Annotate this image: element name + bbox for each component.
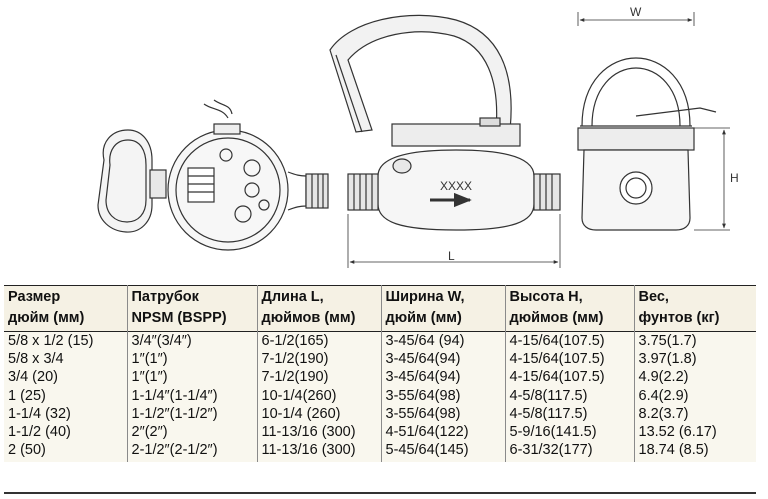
table-row: 1-1/2 (40)2″(2″)11-13/16 (300)4-51/64(12… [4, 423, 756, 442]
cell-weight: 13.52 (6.17) [633, 423, 756, 442]
cell-width: 3-45/64(94) [380, 368, 505, 387]
table-row: 3/4 (20)1″(1″)7-1/2(190)3-45/64(94)4-15/… [4, 368, 756, 387]
length-dimension-label: L [448, 249, 455, 263]
table-row: 1 (25)1-1/4″(1-1/4″)10-1/4(260)3-55/64(9… [4, 386, 756, 405]
cell-weight: 4.9(2.2) [633, 368, 756, 387]
cell-connection: 1-1/4″(1-1/4″) [126, 386, 257, 405]
cell-connection: 1-1/2″(1-1/2″) [126, 404, 257, 424]
cell-connection: 1″(1″) [126, 368, 257, 387]
cell-height: 4-15/64(107.5) [504, 368, 634, 387]
cell-weight: 8.2(3.7) [633, 404, 756, 424]
cell-width: 3-55/64(98) [380, 404, 505, 424]
cell-size: 1 (25) [4, 386, 127, 405]
cell-size: 2 (50) [4, 441, 127, 463]
header-height: Высота H,дюймов (мм) [504, 285, 634, 332]
cell-height: 4-5/8(117.5) [504, 386, 634, 405]
cell-width: 4-51/64(122) [380, 423, 505, 442]
water-meter-drawings: XXXX L W H [97, 5, 739, 268]
cell-length: 11-13/16 (300) [256, 441, 381, 463]
cell-weight: 3.75(1.7) [633, 331, 756, 351]
cell-size: 5/8 x 1/2 (15) [4, 331, 127, 351]
cell-connection: 2-1/2″(2-1/2″) [126, 441, 257, 463]
cell-size: 3/4 (20) [4, 368, 127, 387]
meter-side-view [329, 14, 561, 268]
cell-size: 5/8 x 3/4 [4, 350, 127, 369]
cell-width: 3-45/64(94) [380, 350, 505, 369]
header-length: Длина L,дюймов (мм) [256, 285, 381, 332]
cell-height: 4-5/8(117.5) [504, 404, 634, 424]
cell-length: 11-13/16 (300) [256, 423, 381, 442]
cell-length: 10-1/4 (260) [256, 404, 381, 424]
header-width: Ширина W,дюйм (мм) [380, 285, 505, 332]
meter-top-view [97, 99, 329, 251]
cell-height: 6-31/32(177) [504, 441, 634, 463]
cell-height: 4-15/64(107.5) [504, 331, 634, 351]
cell-width: 5-45/64(145) [380, 441, 505, 463]
cell-width: 3-45/64 (94) [380, 331, 505, 351]
cell-height: 4-15/64(107.5) [504, 350, 634, 369]
cell-size: 1-1/4 (32) [4, 404, 127, 424]
meter-front-view [577, 12, 730, 231]
table-row: 5/8 x 1/2 (15)3/4″(3/4″)6-1/2(165)3-45/6… [4, 331, 756, 351]
table-bottom-rule [4, 492, 756, 494]
flow-label: XXXX [440, 179, 472, 193]
header-weight: Вес,фунтов (кг) [633, 285, 756, 332]
cell-height: 5-9/16(141.5) [504, 423, 634, 442]
cell-length: 10-1/4(260) [256, 386, 381, 405]
cell-weight: 6.4(2.9) [633, 386, 756, 405]
cell-width: 3-55/64(98) [380, 386, 505, 405]
table-row: 2 (50)2-1/2″(2-1/2″)11-13/16 (300)5-45/6… [4, 441, 756, 463]
cell-connection: 3/4″(3/4″) [126, 331, 257, 351]
cell-connection: 1″(1″) [126, 350, 257, 369]
cell-weight: 3.97(1.8) [633, 350, 756, 369]
cell-connection: 2″(2″) [126, 423, 257, 442]
cell-length: 7-1/2(190) [256, 368, 381, 387]
cell-length: 6-1/2(165) [256, 331, 381, 351]
cell-size: 1-1/2 (40) [4, 423, 127, 442]
height-dimension-label: H [730, 171, 739, 185]
cell-length: 7-1/2(190) [256, 350, 381, 369]
cell-weight: 18.74 (8.5) [633, 441, 756, 463]
table-row: 1-1/4 (32)1-1/2″(1-1/2″)10-1/4 (260)3-55… [4, 404, 756, 424]
width-dimension-label: W [630, 5, 642, 19]
